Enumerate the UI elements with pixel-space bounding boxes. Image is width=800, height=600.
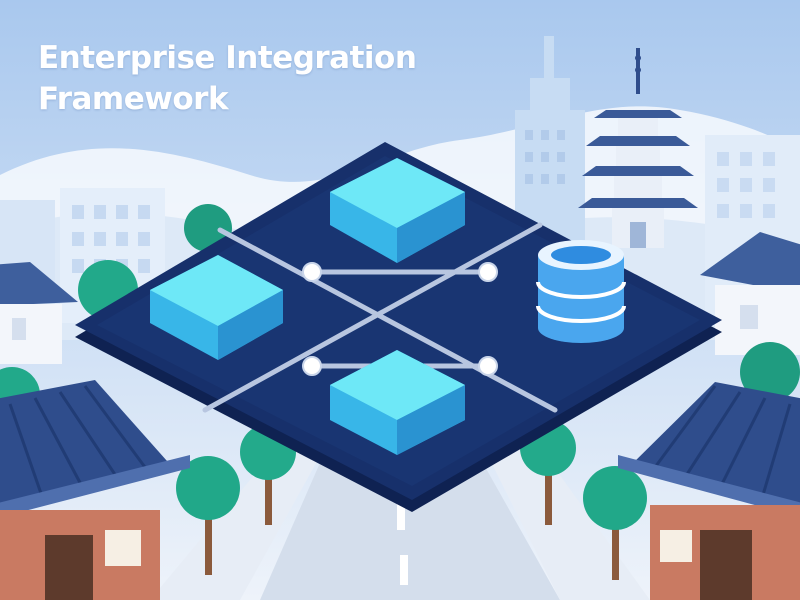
- module-block-bottom: [330, 350, 465, 455]
- headline-line-2: Framework: [38, 81, 229, 117]
- traditional-house-icon: [0, 380, 190, 600]
- road-icon: [150, 420, 650, 600]
- network-node-icon: [302, 262, 498, 376]
- traditional-house-mid-right: [700, 232, 800, 355]
- traditional-house-mid-left: [0, 262, 78, 364]
- traditional-house-right: [618, 382, 800, 600]
- headline-line-1: Enterprise Integration: [38, 40, 417, 76]
- module-block-left: [150, 255, 283, 360]
- database-cylinder-icon: [536, 240, 626, 343]
- connector-lines: [202, 222, 558, 413]
- module-block-icon: [330, 158, 465, 263]
- headline: Enterprise Integration Framework: [38, 38, 458, 120]
- pagoda-icon: [578, 48, 698, 248]
- integration-platform-icon: [75, 142, 722, 512]
